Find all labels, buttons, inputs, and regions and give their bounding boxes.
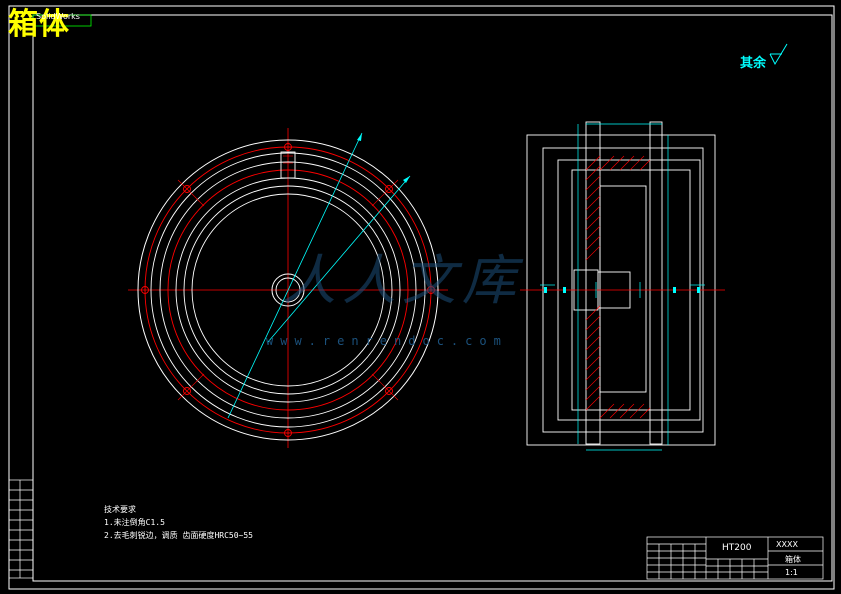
title-block-drawing-no: XXXX bbox=[776, 540, 798, 549]
section-dimensions bbox=[540, 123, 705, 451]
roughness-symbol bbox=[769, 43, 788, 66]
left-margin-table bbox=[8, 479, 34, 579]
tech-req-heading: 技术要求 bbox=[104, 505, 136, 514]
side-section-view bbox=[520, 121, 725, 446]
title-block bbox=[646, 536, 824, 580]
outer-border bbox=[8, 5, 835, 590]
front-view-circle bbox=[128, 128, 448, 448]
title-block-part-name: 箱体 bbox=[785, 555, 801, 564]
dimension-ticks bbox=[544, 287, 700, 293]
tech-req-item: 1.未注倒角C1.5 bbox=[104, 518, 165, 527]
surface-finish-note: 其余 bbox=[740, 56, 767, 71]
top-small-tag: SolidWorks bbox=[36, 12, 80, 21]
center-bore bbox=[271, 273, 305, 307]
tech-req-item: 2.去毛刺锐边，调质 齿面硬度HRC50~55 bbox=[104, 531, 253, 540]
technical-requirements: 技术要求 1.未注倒角C1.5 2.去毛刺锐边，调质 齿面硬度HRC50~55 bbox=[104, 503, 253, 542]
top-left-label-box bbox=[32, 14, 92, 27]
inner-border bbox=[32, 14, 833, 582]
section-hatching bbox=[585, 155, 651, 419]
bolt-holes bbox=[141, 143, 435, 437]
right-flange bbox=[649, 121, 663, 445]
outer-rim bbox=[137, 139, 439, 441]
keyway-slot bbox=[280, 151, 296, 179]
title-block-material: HT200 bbox=[722, 543, 752, 553]
diameter-dimension bbox=[227, 132, 363, 419]
watermark-url: www.renrendoc.com bbox=[266, 334, 508, 348]
bolt-circle bbox=[144, 146, 432, 434]
title-block-scale: 1:1 bbox=[785, 568, 798, 577]
watermark-logo-text: 人人文库 bbox=[282, 249, 522, 312]
drawing-title: 箱体 bbox=[8, 7, 70, 42]
